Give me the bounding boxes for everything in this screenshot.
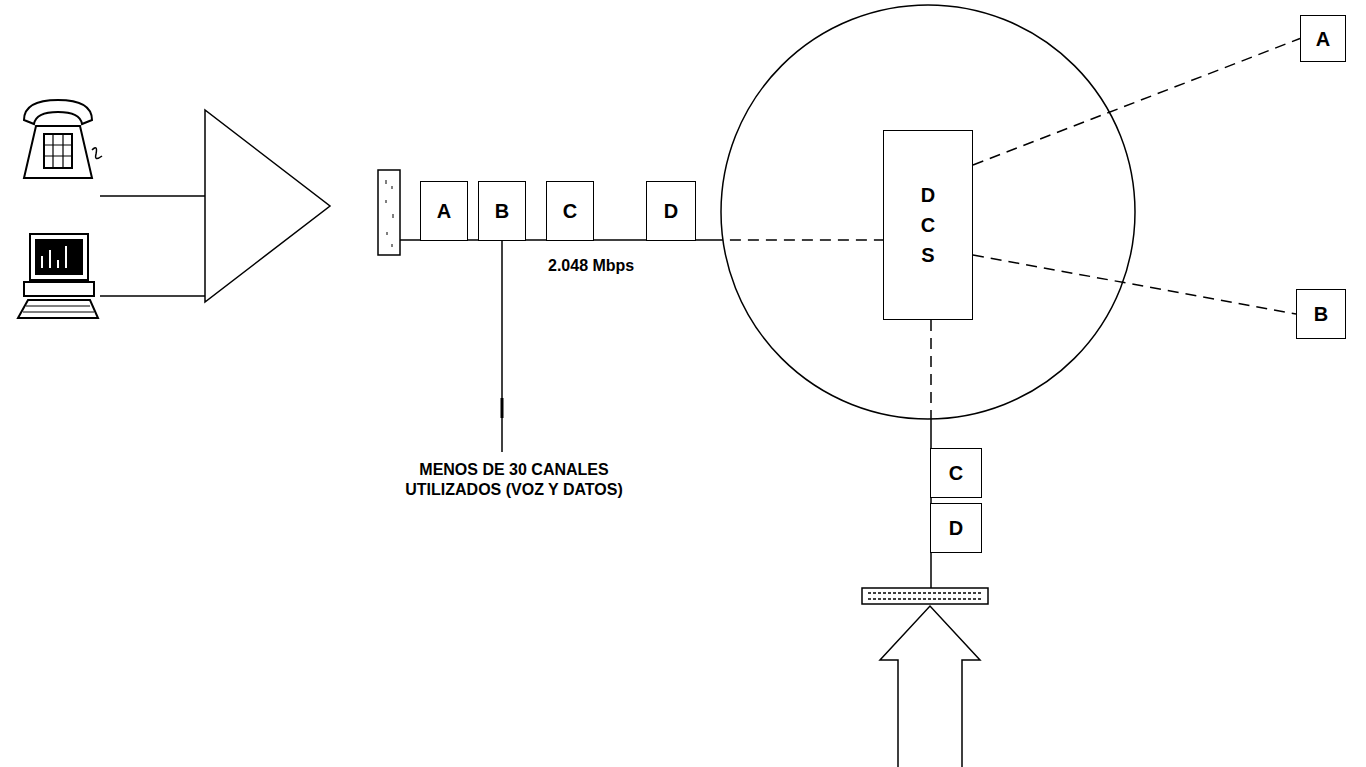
channel-box: A <box>420 181 468 241</box>
network-circle <box>721 5 1135 419</box>
leader-tick <box>501 398 504 418</box>
computer-keyboard <box>18 300 98 318</box>
box-letter: A <box>437 200 451 222</box>
drop-line <box>930 553 932 588</box>
telephone-keypad <box>44 134 72 168</box>
trunk-line <box>400 239 420 241</box>
destination-box: B <box>1296 289 1346 339</box>
computer-screen-chart <box>42 246 66 268</box>
box-letter: B <box>1314 303 1328 325</box>
note-label: MENOS DE 30 CANALES UTILIZADOS (VOZ Y DA… <box>372 460 656 500</box>
terminal-arrow <box>880 606 980 767</box>
box-letter: A <box>1316 28 1330 50</box>
computer-keys <box>23 306 94 312</box>
telephone-body <box>24 126 92 178</box>
channel-box: C <box>930 448 982 498</box>
computer-case <box>24 282 94 296</box>
box-letter: C <box>949 462 963 484</box>
bitrate-label: 2.048 Mbps <box>546 256 636 276</box>
telephone-cord <box>92 148 102 159</box>
dashed-link <box>696 239 883 241</box>
telephone-icon <box>24 100 102 178</box>
multiplexer-triangle <box>205 110 330 302</box>
frame-bar-marks <box>386 180 393 247</box>
terminal-bar-keys <box>868 593 982 599</box>
computer-icon <box>18 234 98 318</box>
computer-wire <box>100 295 205 297</box>
destination-box: A <box>1300 15 1346 62</box>
leader-line <box>501 241 503 452</box>
dcs-box: DCS <box>883 130 973 320</box>
terminal-bar <box>862 588 988 604</box>
channel-box: D <box>646 181 696 241</box>
channel-box: C <box>546 181 594 241</box>
computer-monitor <box>30 234 88 280</box>
box-letter: B <box>495 200 509 222</box>
dashed-link <box>973 255 1296 314</box>
box-letter: C <box>563 200 577 222</box>
box-letter: D <box>664 200 678 222</box>
trunk-link <box>594 239 646 241</box>
telephone-handset <box>24 100 92 124</box>
trunk-link <box>468 239 478 241</box>
computer-screen <box>36 240 82 274</box>
channel-box: D <box>930 503 982 553</box>
telephone-keys <box>44 134 72 168</box>
box-letter: D <box>949 517 963 539</box>
telephone-wire <box>100 195 205 197</box>
box-letter: DCS <box>918 180 938 270</box>
frame-bar <box>378 170 400 255</box>
dashed-link <box>973 39 1300 166</box>
dashed-link <box>930 320 932 448</box>
channel-box: B <box>478 181 526 241</box>
trunk-link <box>526 239 546 241</box>
